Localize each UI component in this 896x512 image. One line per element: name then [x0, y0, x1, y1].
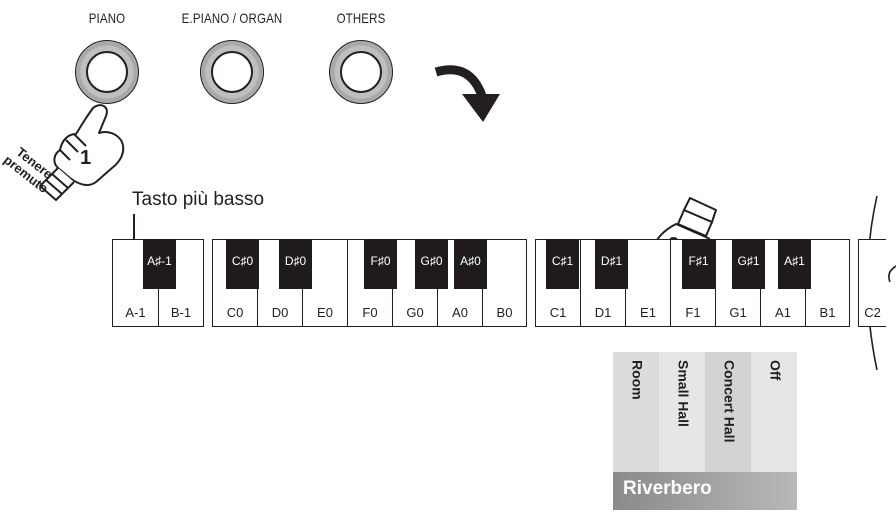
white-key-label: D1 [594, 305, 612, 320]
keyboard-edge-inner [888, 265, 896, 283]
white-key[interactable]: B0 [482, 239, 527, 327]
piano-button-label: PIANO [88, 10, 126, 26]
black-key[interactable]: A♯-1 [143, 239, 176, 289]
lowest-key-label: Tasto più basso [132, 189, 265, 210]
white-key-label: C2 [864, 305, 881, 320]
reverb-title-bar: Riverbero [613, 472, 797, 510]
white-key[interactable]: E1 [625, 239, 670, 327]
epiano-organ-button[interactable] [200, 40, 264, 104]
white-key-label: A1 [775, 305, 791, 320]
black-key[interactable]: C♯1 [546, 239, 579, 289]
reverb-option-label: Concert Hall [721, 360, 738, 443]
black-key[interactable]: D♯0 [279, 239, 312, 289]
reverb-option-label: Small Hall [675, 360, 692, 427]
reverb-title: Riverbero [623, 478, 712, 499]
white-key-label: A-1 [125, 305, 146, 320]
white-key-label: E1 [640, 305, 656, 320]
white-key-label: C1 [549, 305, 567, 320]
reverb-option-label: Room [629, 360, 646, 400]
reverb-option-concert-hall: Concert Hall [705, 352, 751, 472]
white-key-label: A0 [452, 305, 468, 320]
black-key[interactable]: F♯1 [682, 239, 715, 289]
black-key[interactable]: A♯1 [778, 239, 811, 289]
others-button-label: OTHERS [336, 10, 386, 26]
reverb-option-label: Off [767, 360, 784, 381]
black-key[interactable]: C♯0 [226, 239, 259, 289]
others-button[interactable] [329, 40, 393, 104]
white-key-label: E0 [317, 305, 333, 320]
black-key[interactable]: F♯0 [364, 239, 397, 289]
pressing-hand-icon [39, 104, 125, 201]
black-key[interactable]: G♯1 [732, 239, 765, 289]
reverb-option-small-hall: Small Hall [659, 352, 705, 472]
reverb-panel: Room Small Hall Concert Hall Off Riverbe… [613, 352, 797, 510]
black-key[interactable]: D♯1 [595, 239, 628, 289]
reverb-option-room: Room [613, 352, 659, 472]
white-key-label: B0 [496, 305, 513, 320]
white-key-label: G1 [729, 305, 747, 320]
step-one-number: 1 [80, 147, 91, 169]
white-key-label: G0 [406, 305, 424, 320]
white-key[interactable]: C2 [858, 239, 886, 327]
white-key[interactable]: B1 [805, 239, 850, 327]
black-key[interactable]: G♯0 [415, 239, 448, 289]
epiano-organ-button-label: E.PIANO / ORGAN [181, 10, 283, 26]
white-key-label: D0 [271, 305, 289, 320]
reverb-option-off: Off [751, 352, 797, 472]
white-key-label: F0 [362, 305, 378, 320]
keyboard: A-1 B-1 C0 D0 E0 F0 G0 A0 B0 C1 D1 E1 F1… [112, 239, 886, 329]
white-key-label: B-1 [170, 305, 192, 320]
white-key-label: B1 [819, 305, 836, 320]
curved-arrow-icon [434, 65, 500, 122]
white-key-label: C0 [226, 305, 244, 320]
white-key-label: F1 [685, 305, 701, 320]
piano-button[interactable] [75, 40, 139, 104]
black-key[interactable]: A♯0 [454, 239, 487, 289]
